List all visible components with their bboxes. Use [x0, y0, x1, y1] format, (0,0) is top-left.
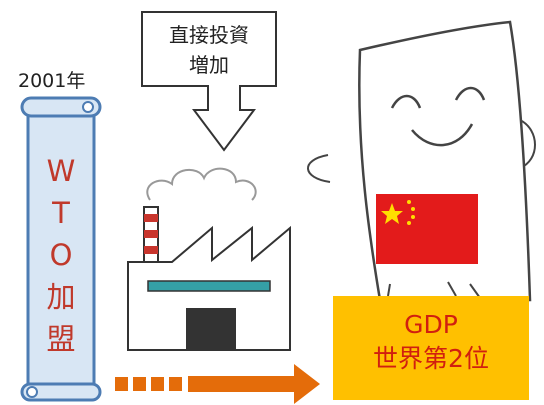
callout-arrow-box [141, 11, 277, 152]
wto-char: 加 [46, 280, 76, 314]
china-flag [376, 194, 478, 264]
callout-line: 直接投資 [169, 23, 249, 47]
gdp-text: GDP 世界第2位 [333, 308, 529, 376]
wto-scroll [20, 96, 102, 402]
gdp-line: 世界第2位 [373, 344, 489, 373]
gdp-line: GDP [404, 310, 458, 339]
smoke-cloud [146, 167, 257, 201]
wto-label: W T O 加 盟 [36, 150, 86, 360]
progress-arrow [115, 364, 320, 404]
wto-char: W [46, 154, 76, 188]
callout-line: 増加 [189, 53, 229, 77]
wto-char: 盟 [46, 322, 76, 356]
wto-char: O [49, 238, 73, 272]
callout-text: 直接投資 増加 [148, 20, 270, 80]
gdp-box [333, 296, 529, 400]
year-label: 2001年 [18, 70, 86, 92]
wto-char: T [52, 196, 70, 230]
factory [127, 206, 291, 351]
